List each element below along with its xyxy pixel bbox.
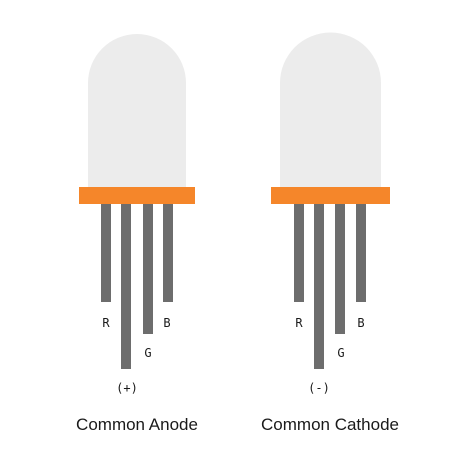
lead-red — [294, 204, 304, 302]
lead-common — [121, 204, 131, 369]
led-collar — [79, 187, 195, 204]
lead-green — [335, 204, 345, 334]
pin-label-green: G — [144, 346, 151, 360]
pin-label-red: R — [295, 316, 303, 330]
lead-common — [314, 204, 324, 369]
led-bulb — [280, 32, 381, 188]
pin-label-green: G — [337, 346, 344, 360]
led-common-anode: R (+) G B Common Anode — [76, 34, 198, 434]
pin-label-common: (+) — [116, 381, 138, 395]
caption-common-anode: Common Anode — [76, 415, 198, 434]
pin-label-common: (-) — [308, 381, 330, 395]
led-bulb — [88, 34, 186, 189]
led-collar — [271, 187, 390, 204]
caption-common-cathode: Common Cathode — [261, 415, 399, 434]
led-common-cathode: R (-) G B Common Cathode — [261, 32, 399, 434]
lead-blue — [356, 204, 366, 302]
lead-red — [101, 204, 111, 302]
lead-green — [143, 204, 153, 334]
lead-blue — [163, 204, 173, 302]
pin-label-red: R — [102, 316, 110, 330]
pin-label-blue: B — [357, 316, 364, 330]
pin-label-blue: B — [163, 316, 170, 330]
